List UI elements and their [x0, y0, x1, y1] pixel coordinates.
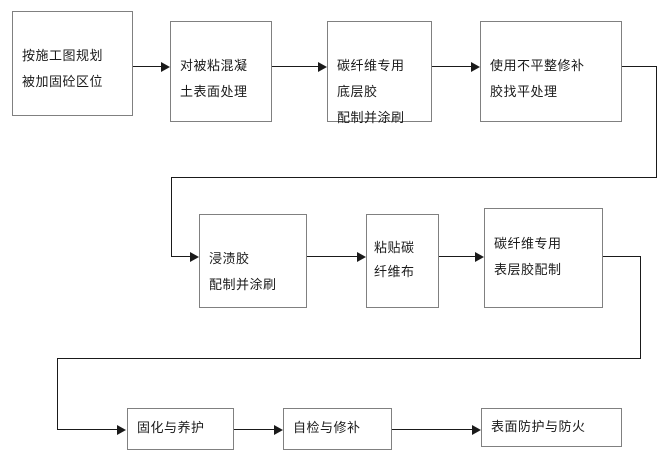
edge-n7-n8-seg-down-right [640, 256, 641, 359]
flow-node-n5-label: 浸渍胶 配制并涂刷 [209, 252, 277, 293]
edge-n8-n9-line [234, 429, 275, 430]
flow-node-n1[interactable]: 按施工图规划 被加固砼区位 [12, 11, 133, 116]
edge-n7-n8-seg-down-left [57, 358, 58, 430]
flow-node-n10-label: 表面防护与防火 [491, 419, 586, 435]
edge-n4-n5-seg-down-left [171, 177, 172, 256]
flow-node-n10[interactable]: 表面防护与防火 [481, 408, 622, 447]
flow-node-n4[interactable]: 使用不平整修补 胶找平处理 [480, 21, 622, 122]
edge-n1-n2-line [133, 66, 162, 67]
edge-n7-n8-arrowhead [117, 425, 126, 435]
flow-node-n9-label: 自检与修补 [293, 421, 361, 436]
edge-n4-n5-seg-left [171, 177, 657, 178]
edge-n4-n5-arrowhead [190, 252, 199, 262]
edge-n6-n7-arrowhead [475, 252, 484, 262]
edge-n1-n2-arrowhead [161, 62, 170, 72]
flow-node-n6[interactable]: 粘贴碳 纤维布 [366, 214, 439, 308]
flow-node-n6-label: 粘贴碳 纤维布 [374, 241, 415, 280]
edge-n9-n10-arrowhead [472, 425, 481, 435]
edge-n5-n6-arrowhead [357, 252, 366, 262]
edge-n3-n4-line [432, 66, 472, 67]
edge-n7-n8-seg-left [57, 358, 641, 359]
edge-n8-n9-arrowhead [274, 425, 283, 435]
edge-n7-n8-seg-right [603, 256, 641, 257]
flow-node-n4-label: 使用不平整修补 胶找平处理 [490, 59, 585, 100]
flow-node-n8-label: 固化与养护 [137, 421, 205, 436]
edge-n4-n5-seg-down-right [656, 66, 657, 178]
flow-node-n9[interactable]: 自检与修补 [283, 408, 392, 450]
edge-n5-n6-line [307, 256, 358, 257]
flow-node-n7-label: 碳纤维专用 表层胶配制 [494, 237, 562, 278]
edge-n6-n7-line [439, 256, 476, 257]
flow-node-n8[interactable]: 固化与养护 [127, 408, 234, 450]
flow-node-n7[interactable]: 碳纤维专用 表层胶配制 [484, 208, 603, 308]
flow-node-n3-label: 碳纤维专用 底层胶 配制并涂刷 [337, 59, 405, 126]
edge-n4-n5-seg-right [622, 66, 657, 67]
edge-n2-n3-line [272, 66, 319, 67]
flow-node-n2[interactable]: 对被粘混凝 土表面处理 [170, 21, 272, 122]
edge-n2-n3-arrowhead [318, 62, 327, 72]
flow-node-n2-label: 对被粘混凝 土表面处理 [180, 59, 248, 100]
edge-n4-n5-seg-enter [171, 256, 191, 257]
edge-n7-n8-seg-enter [57, 429, 118, 430]
flow-node-n3[interactable]: 碳纤维专用 底层胶 配制并涂刷 [327, 21, 432, 126]
flow-node-n5[interactable]: 浸渍胶 配制并涂刷 [199, 214, 307, 308]
edge-n3-n4-arrowhead [471, 62, 480, 72]
flow-node-n1-label: 按施工图规划 被加固砼区位 [22, 49, 104, 90]
edge-n9-n10-line [392, 429, 473, 430]
